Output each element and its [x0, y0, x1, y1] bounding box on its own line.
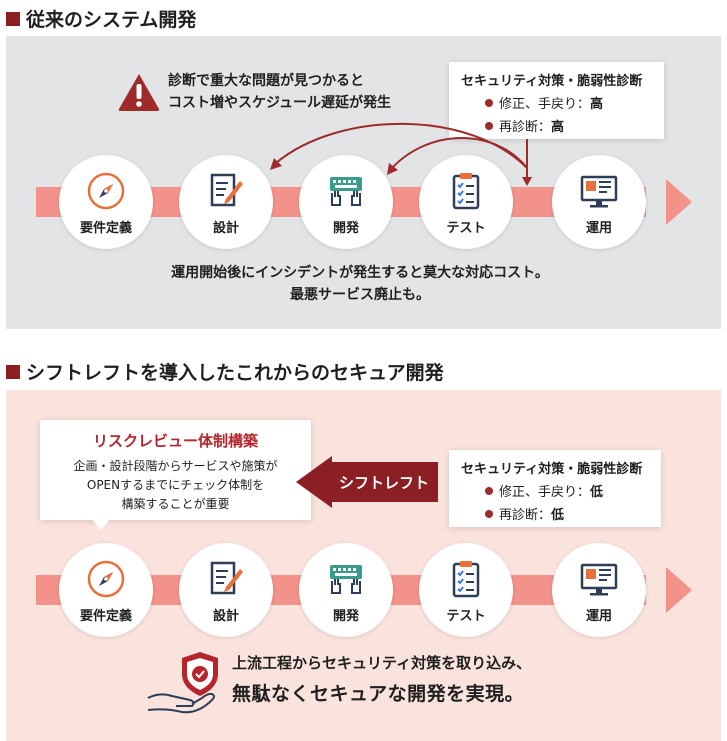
- bullet-dot: [485, 98, 493, 107]
- shift-left-label: シフトレフト: [330, 462, 438, 502]
- callout-row-value: 高: [551, 120, 565, 135]
- stage-requirements: 要件定義: [59, 155, 153, 249]
- stage-requirements: 要件定義: [59, 543, 153, 637]
- bullet-dot: [485, 509, 493, 518]
- bullet-dot: [485, 121, 493, 130]
- shift-left-arrow: シフトレフト: [296, 456, 438, 508]
- keyboard-hands-icon: [326, 559, 366, 599]
- callout-title: セキュリティ対策・脆弱性診断: [461, 74, 643, 89]
- monitor-icon: [579, 171, 619, 211]
- document-pencil-icon: [206, 559, 246, 599]
- process-arrow-head-bottom: [666, 567, 692, 613]
- stage-label: 要件定義: [79, 609, 132, 624]
- callout-row-rediagnosis: 再診断： 低: [485, 504, 649, 523]
- stage-test: テスト: [419, 155, 513, 249]
- shift-left-arrow-tip: [296, 456, 332, 508]
- clipboard-checklist-icon: [446, 559, 486, 599]
- stage-label: 運用: [585, 221, 612, 236]
- callout-row-label: 再診断：: [499, 120, 552, 135]
- risk-review-body: 企画・設計段階からサービスや施策が OPENするまでにチェック体制を 構築するこ…: [40, 457, 311, 514]
- stage-design: 設計: [179, 543, 273, 637]
- bullet-dot: [485, 486, 493, 495]
- message-line-1: 上流工程からセキュリティ対策を取り込み、: [232, 654, 532, 672]
- traditional-message: 運用開始後にインシデントが発生すると莫大な対応コスト。 最悪サービス廃止も。: [130, 262, 590, 306]
- risk-review-line-2: OPENするまでにチェック体制を: [86, 478, 265, 492]
- risk-review-line-1: 企画・設計段階からサービスや施策が: [73, 459, 278, 473]
- message-line-1: 運用開始後にインシデントが発生すると莫大な対応コスト。: [171, 265, 549, 281]
- callout-title: セキュリティ対策・脆弱性診断: [461, 462, 643, 477]
- stage-label: 要件定義: [79, 221, 132, 236]
- title-square-marker: [6, 364, 20, 379]
- message-line-2: 最悪サービス廃止も。: [290, 287, 430, 303]
- callout-row-value: 低: [590, 485, 604, 500]
- stage-development: 開発: [299, 155, 393, 249]
- process-arrow-head-top: [666, 179, 692, 225]
- section-title-text: 従来のシステム開発: [26, 9, 197, 31]
- callout-row-value: 低: [551, 508, 565, 523]
- stage-label: 開発: [332, 609, 359, 624]
- callout-row-label: 再診断：: [499, 508, 552, 523]
- warning-icon: [117, 72, 161, 112]
- callout-row-rework: 修正、手戻り： 低: [485, 481, 649, 500]
- stage-label: テスト: [446, 609, 486, 624]
- warning-line-2: コスト増やスケジュール遅延が発生: [168, 95, 392, 111]
- stage-design: 設計: [179, 155, 273, 249]
- security-callout-shift-left: セキュリティ対策・脆弱性診断 修正、手戻り： 低 再診断： 低: [449, 450, 661, 527]
- section-title-shift-left: シフトレフトを導入したこれからのセキュア開発: [6, 358, 444, 385]
- warning-line-1: 診断で重大な問題が見つかると: [168, 73, 364, 89]
- message-line-2: 無駄なくセキュアな開発を実現。: [232, 683, 525, 705]
- security-callout-traditional: セキュリティ対策・脆弱性診断 修正、手戻り： 高 再診断： 高: [449, 62, 664, 139]
- title-square-marker: [6, 11, 20, 26]
- callout-row-value: 高: [590, 97, 604, 112]
- callout-row-rework: 修正、手戻り： 高: [485, 93, 652, 112]
- clipboard-checklist-icon: [446, 171, 486, 211]
- section-title-text: シフトレフトを導入したこれからのセキュア開発: [26, 362, 444, 384]
- section-title-traditional: 従来のシステム開発: [6, 5, 196, 32]
- keyboard-hands-icon: [326, 171, 366, 211]
- compass-icon: [86, 171, 126, 211]
- stage-development: 開発: [299, 543, 393, 637]
- document-pencil-icon: [206, 171, 246, 211]
- monitor-icon: [579, 559, 619, 599]
- stage-label: 設計: [212, 609, 239, 624]
- risk-review-title: リスクレビュー体制構築: [92, 432, 258, 450]
- callout-row-label: 修正、手戻り：: [499, 485, 591, 500]
- risk-review-line-3: 構築することが重要: [121, 497, 230, 511]
- warning-message: 診断で重大な問題が見つかると コスト増やスケジュール遅延が発生: [168, 70, 391, 114]
- shield-check-icon: [146, 648, 228, 714]
- stage-label: 設計: [212, 221, 239, 236]
- stage-label: 開発: [332, 221, 359, 236]
- callout-row-label: 修正、手戻り：: [499, 97, 591, 112]
- stage-operation: 運用: [552, 155, 646, 249]
- risk-review-pointer: [92, 519, 110, 530]
- stage-operation: 運用: [552, 543, 646, 637]
- stage-label: テスト: [446, 221, 486, 236]
- stage-test: テスト: [419, 543, 513, 637]
- risk-review-box: リスクレビュー体制構築 企画・設計段階からサービスや施策が OPENするまでにチ…: [40, 420, 311, 520]
- stage-label: 運用: [585, 609, 612, 624]
- shift-left-message: 上流工程からセキュリティ対策を取り込み、 無駄なくセキュアな開発を実現。: [232, 652, 531, 706]
- compass-icon: [86, 559, 126, 599]
- callout-row-rediagnosis: 再診断： 高: [485, 116, 652, 135]
